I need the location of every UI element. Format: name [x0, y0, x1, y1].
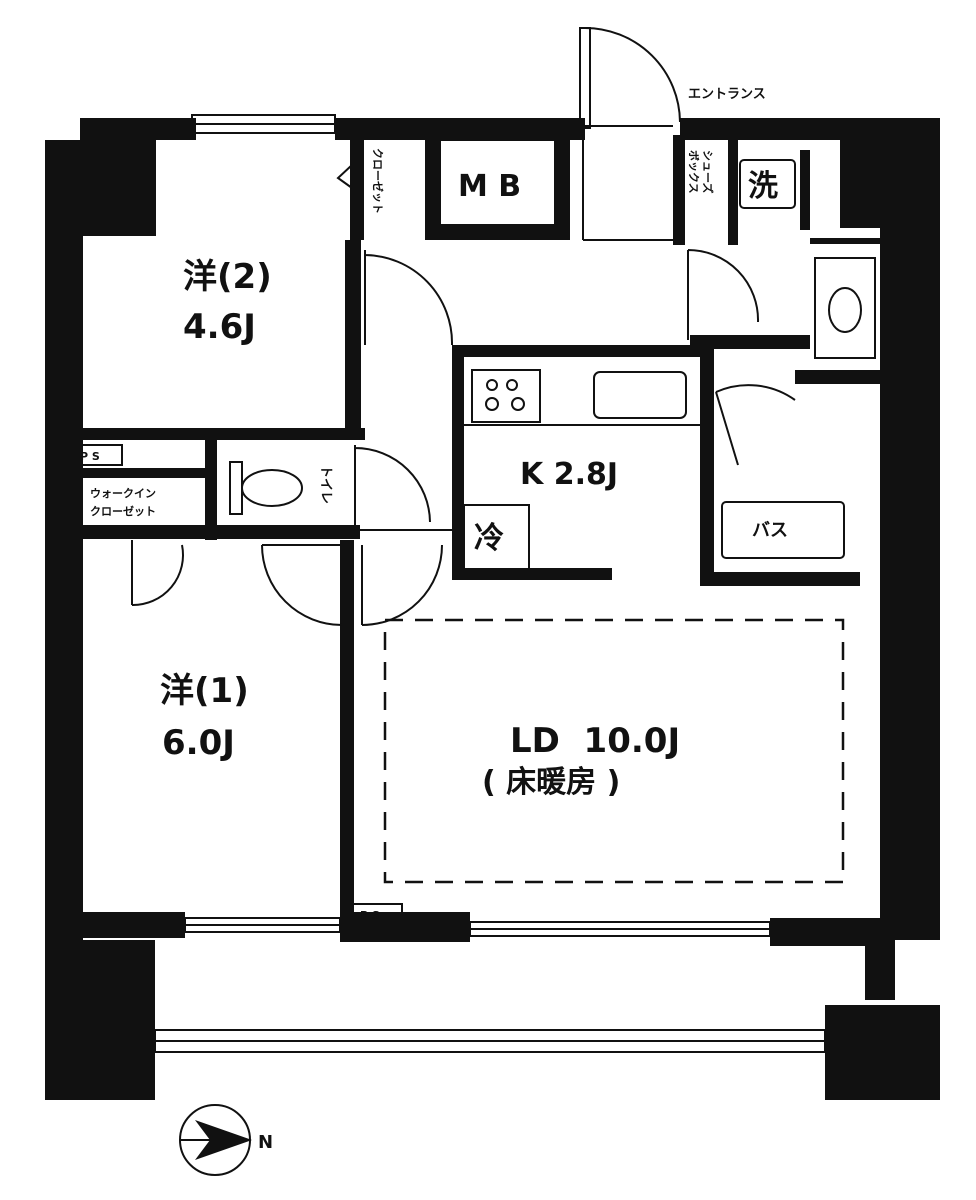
door-room2: [364, 250, 454, 346]
ps-label-1: P S: [80, 450, 100, 463]
stove-icon: [471, 369, 541, 423]
thin-lines: [59, 27, 876, 1176]
wash-label: 洗: [748, 169, 778, 204]
kitchen-label: K 2.8J: [520, 457, 618, 492]
door-living: [361, 544, 443, 626]
walkin-label-1: ウォークイン: [90, 487, 156, 500]
room1-name: 洋(1): [160, 671, 249, 711]
door-toilet: [354, 445, 431, 530]
room2-size: 4.6J: [183, 307, 256, 347]
shoebox-label-2: ボックス: [687, 150, 701, 194]
living-note: ( 床暖房 ): [482, 765, 620, 800]
toilet-label: トイレ: [318, 465, 333, 504]
corner-pillar-bottom-right: [825, 1005, 940, 1100]
shoebox-label-1: シューズ: [701, 150, 715, 193]
bath-box: [721, 501, 845, 559]
compass-north-label: N: [258, 1132, 273, 1153]
ps-label-2: P S: [360, 909, 380, 922]
ps-box-2: [351, 903, 403, 925]
entrance-label: エントランス: [688, 87, 766, 102]
door-walkin: [131, 540, 184, 607]
compass-arrow-icon: [195, 1120, 252, 1160]
wash-box: [739, 159, 796, 209]
bath-label: バス: [752, 520, 788, 541]
fridge-label: 冷: [474, 521, 504, 556]
ps-box-1: [71, 444, 123, 466]
room2-name: 洋(2): [183, 257, 272, 297]
closet-label: クローゼット: [371, 148, 385, 214]
washbasin-icon: [814, 257, 876, 359]
walls: [45, 118, 940, 1100]
room1-size: 6.0J: [162, 723, 235, 763]
corner-pillar-bottom-left: [45, 940, 155, 1100]
mb-label: M B: [458, 169, 521, 204]
fridge-box: [463, 504, 530, 570]
living-name: LD 10.0J: [510, 721, 680, 761]
walkin-label-2: クローゼット: [90, 504, 156, 518]
sink-icon: [593, 371, 687, 419]
toilet-icon: [241, 469, 303, 507]
door-room1: [261, 544, 343, 626]
